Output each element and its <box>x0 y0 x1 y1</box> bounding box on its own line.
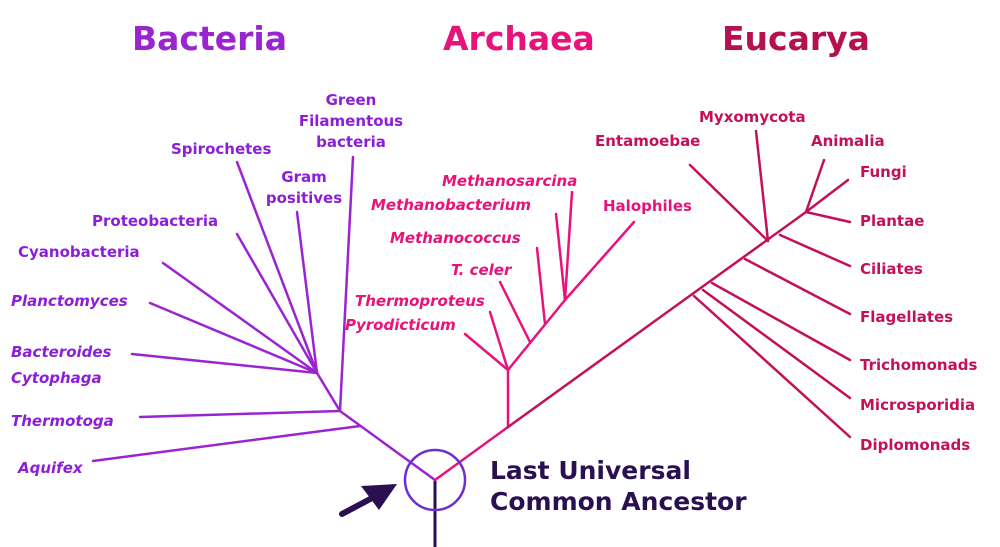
label-thermotoga: Thermotoga <box>11 412 114 430</box>
luca-line-2: Common Ancestor <box>490 487 747 516</box>
archaea-trunk <box>433 425 510 482</box>
branch-thermotoga <box>138 409 342 419</box>
label-cyanobacteria: Cyanobacteria <box>18 243 140 261</box>
branch-entamoebae <box>688 163 770 243</box>
label-flagellates: Flagellates <box>860 308 954 326</box>
eucarya-trunk <box>506 210 808 429</box>
label-ciliates: Ciliates <box>860 260 923 278</box>
branch-fungi <box>804 178 850 214</box>
label-t-celer: T. celer <box>451 261 512 279</box>
branch-spirochetes <box>235 160 319 375</box>
label-methanobacterium: Methanobacterium <box>371 196 531 214</box>
label-trichomonads: Trichomonads <box>860 356 978 374</box>
luca-circle <box>403 448 467 512</box>
branch-pyrodicticum <box>463 332 510 372</box>
branch-t-celer <box>498 280 532 344</box>
label-line: Gram <box>281 168 327 186</box>
label-proteobacteria: Proteobacteria <box>92 212 219 230</box>
branch-plantae <box>804 210 852 224</box>
branch-myxomycota <box>754 129 770 243</box>
arrow-icon <box>339 484 397 517</box>
branch-diplomonads <box>692 294 852 439</box>
bacteria-inner-1 <box>315 371 342 413</box>
label-line: bacteria <box>316 133 386 151</box>
archaea-branches <box>433 190 636 482</box>
branch-ciliates <box>778 233 852 268</box>
branch-aquifex <box>91 424 362 463</box>
luca-label: Last Universal Common Ancestor <box>490 455 747 517</box>
branch-animalia <box>804 158 826 214</box>
bacteria-trunk <box>338 409 437 482</box>
branch-green-filamentous <box>338 155 355 413</box>
luca-line-1: Last Universal <box>490 456 691 485</box>
branch-methanosarcina <box>563 190 574 302</box>
label-line: Bacteroides <box>11 343 112 361</box>
branch-methanococcus <box>535 246 547 326</box>
domain-title-bacteria: Bacteria <box>132 19 287 58</box>
label-myxomycota: Myxomycota <box>699 108 806 126</box>
branch-flagellates <box>743 257 852 316</box>
label-animalia: Animalia <box>811 132 885 150</box>
branch-proteobacteria <box>235 232 319 375</box>
branch-halophiles <box>563 220 636 302</box>
label-bacteroides-cytophaga: Bacteroides Cytophaga <box>11 339 111 391</box>
label-line: Filamentous <box>298 112 404 130</box>
branch-cyanobacteria <box>161 261 319 375</box>
domain-title-archaea: Archaea <box>443 19 595 58</box>
eucarya-branches <box>506 129 852 439</box>
label-thermoproteus: Thermoproteus <box>355 292 485 310</box>
branch-microsporidia <box>701 288 852 400</box>
archaea-inner <box>506 298 567 372</box>
label-line: Green <box>325 91 377 109</box>
label-gram-positives: Gram positives <box>254 167 354 209</box>
label-diplomonads: Diplomonads <box>860 436 971 454</box>
branch-gram-positives <box>295 210 319 375</box>
bacteria-branches <box>91 155 437 482</box>
branch-thermoproteus <box>488 310 510 372</box>
label-aquifex: Aquifex <box>18 459 83 477</box>
label-green-filamentous: Green Filamentous bacteria <box>286 90 416 153</box>
label-pyrodicticum: Pyrodicticum <box>345 316 456 334</box>
label-entamoebae: Entamoebae <box>595 132 701 150</box>
label-halophiles: Halophiles <box>603 197 692 215</box>
label-spirochetes: Spirochetes <box>171 140 272 158</box>
label-methanococcus: Methanococcus <box>390 229 521 247</box>
branch-trichomonads <box>710 281 852 362</box>
branch-bacteroides <box>130 352 319 375</box>
label-fungi: Fungi <box>860 163 907 181</box>
label-plantae: Plantae <box>860 212 925 230</box>
label-methanosarcina: Methanosarcina <box>442 172 578 190</box>
label-line: positives <box>265 189 343 207</box>
label-microsporidia: Microsporidia <box>860 396 976 414</box>
branch-methanobacterium <box>554 212 567 302</box>
label-line: Cytophaga <box>11 369 102 387</box>
branch-planctomyces <box>148 301 319 375</box>
label-planctomyces: Planctomyces <box>11 292 128 310</box>
domain-title-eucarya: Eucarya <box>722 19 870 58</box>
